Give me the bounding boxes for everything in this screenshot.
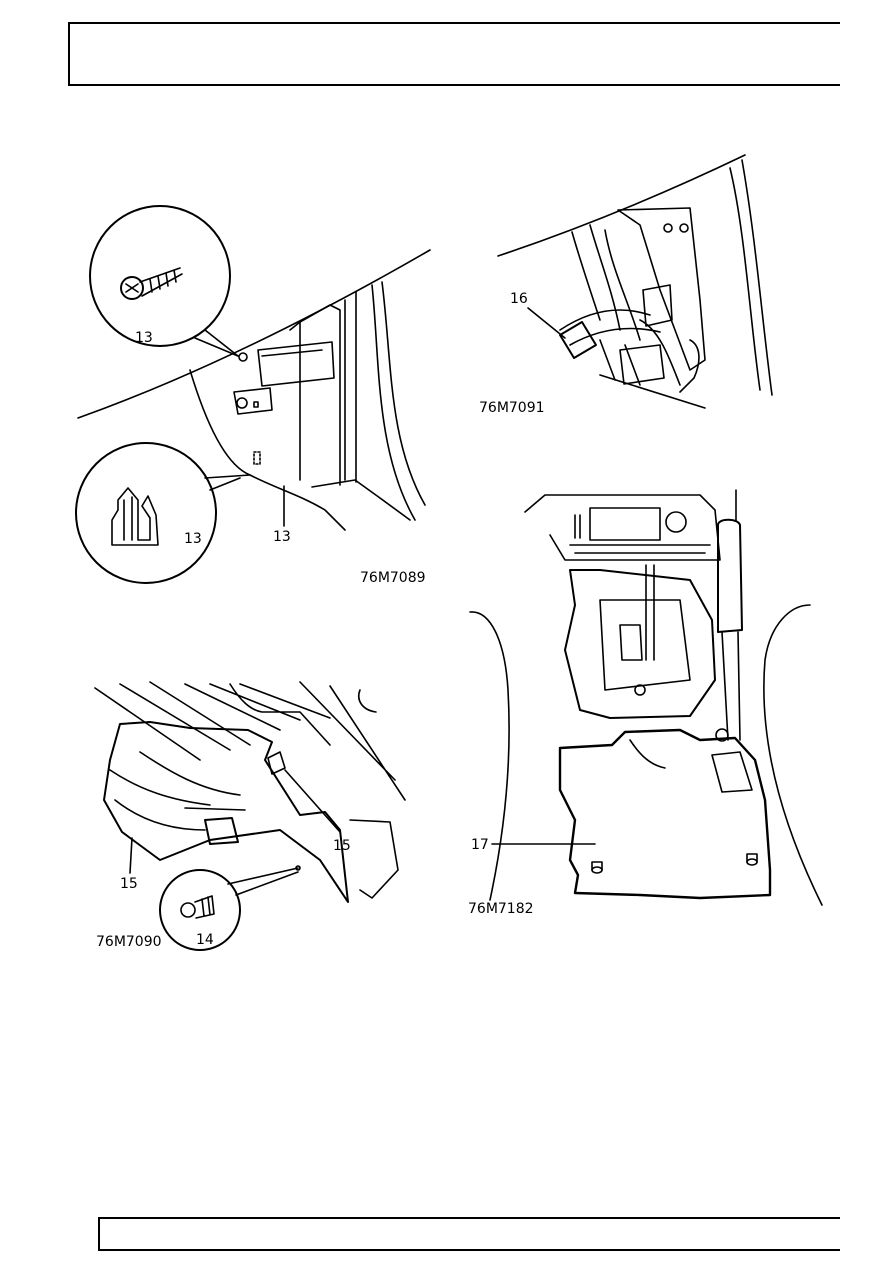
centre-fascia <box>524 494 721 561</box>
wiring-loom <box>559 224 681 386</box>
screw-icon <box>120 267 183 300</box>
bracket-hole-1 <box>663 223 673 233</box>
lower-dash-panel <box>103 721 349 903</box>
callout-15-left: 15 <box>120 876 138 892</box>
screw-leader-2 <box>194 337 239 357</box>
module-2 <box>619 344 665 385</box>
clip-leader <box>204 474 251 491</box>
callout-16: 16 <box>510 291 528 307</box>
figure-id-76M7089: 76M7089 <box>360 570 426 586</box>
button-row <box>569 544 711 554</box>
background-harness <box>94 681 406 801</box>
callout-15-right-leader <box>284 769 341 833</box>
door-pillar <box>344 281 426 521</box>
screw-leader <box>204 329 239 357</box>
fastener-icon <box>180 895 215 919</box>
gear-gate <box>619 624 643 661</box>
fastener-leader <box>227 867 299 896</box>
figure-id-76M7090: 76M7090 <box>96 934 162 950</box>
screw-detail-circle <box>89 205 231 347</box>
left-seat <box>469 611 510 901</box>
audio-display <box>589 507 661 541</box>
clip-icon <box>111 487 159 546</box>
fascia-buttons <box>574 514 581 539</box>
bracket <box>233 387 273 415</box>
figure-76M7182: 17 76M7182 <box>468 489 823 917</box>
bracket-hole-2 <box>679 223 689 233</box>
panel-connector <box>267 751 286 775</box>
callout-16-leader <box>527 307 566 339</box>
vent-opening <box>257 341 335 387</box>
callout-13-panel: 13 <box>273 529 291 545</box>
bracket-hole <box>236 397 248 409</box>
selector-fixing <box>634 684 646 696</box>
dash-edge-line <box>77 249 431 419</box>
floor-edge <box>599 374 706 409</box>
mounting-bracket <box>617 207 706 371</box>
screw-hole <box>238 352 248 362</box>
figure-76M7091: 16 76M7091 <box>479 154 773 416</box>
panel-contours <box>109 751 246 831</box>
clip-location <box>253 451 261 465</box>
callout-13-screw: 13 <box>135 330 153 346</box>
footwell-edge <box>311 479 411 521</box>
fastener-detail-circle <box>159 869 241 951</box>
carpet-stud-right <box>746 853 758 866</box>
gear-lever <box>645 564 655 661</box>
panel-recess <box>204 817 239 845</box>
callout-17: 17 <box>471 837 489 853</box>
handbrake-base <box>711 751 753 793</box>
console-tunnel <box>564 569 716 719</box>
figure-id-76M7182: 76M7182 <box>468 901 534 917</box>
cable-clip <box>679 339 700 393</box>
console-carpet <box>558 728 772 900</box>
audio-knob <box>665 511 687 533</box>
figure-id-76M7091: 76M7091 <box>479 400 545 416</box>
handbrake-lever <box>721 631 741 741</box>
callout-15-left-leader <box>129 837 133 874</box>
hook <box>358 689 377 713</box>
figure-76M7090: 15 15 14 76M7090 <box>94 681 406 951</box>
module <box>642 284 673 327</box>
right-seat <box>763 604 823 906</box>
dash-edge-line <box>497 154 746 257</box>
page-footer-box <box>98 1217 840 1251</box>
callout-15-right: 15 <box>333 838 351 854</box>
carpet-stud-left <box>591 861 603 874</box>
door-pillar <box>729 159 773 396</box>
callout-13-clip: 13 <box>184 531 202 547</box>
clip-detail-circle <box>75 442 217 584</box>
gear-surround <box>599 599 691 691</box>
tunnel-edge <box>349 819 399 899</box>
harness-connector <box>559 321 597 359</box>
figure-76M7089: 13 13 13 76M7089 <box>75 205 431 586</box>
carpet-fold <box>629 739 666 769</box>
bracket-slot <box>253 401 259 408</box>
page-header-box <box>68 22 840 86</box>
handbrake-grip <box>717 518 743 633</box>
callout-14: 14 <box>196 932 214 948</box>
handbrake-pivot <box>715 728 729 742</box>
